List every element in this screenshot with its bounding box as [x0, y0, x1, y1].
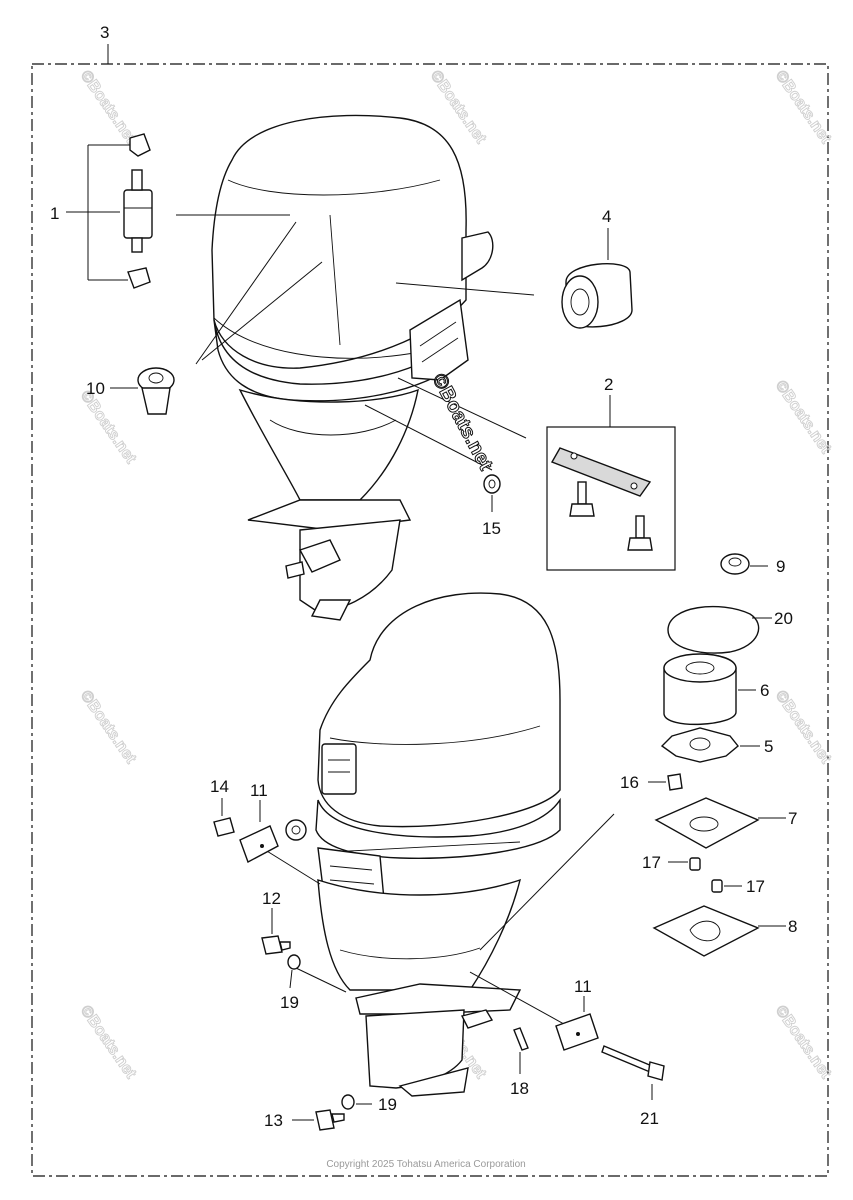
callout-10: 10 [86, 379, 105, 398]
watermark: ©Boats.net [772, 688, 835, 768]
callout-labels: 3 1 4 10 2 15 9 20 6 5 14 11 16 7 17 17 … [50, 23, 797, 1130]
anode-part-11-right [555, 996, 599, 1051]
callout-17: 17 [642, 853, 661, 872]
callout-19: 19 [378, 1095, 397, 1114]
callout-6: 6 [760, 681, 769, 700]
nut-part-14 [213, 798, 235, 837]
grommet-part-10 [110, 367, 175, 415]
callout-14: 14 [210, 777, 229, 796]
callout-7: 7 [788, 809, 797, 828]
callout-11: 11 [574, 977, 592, 996]
callout-12: 12 [262, 889, 281, 908]
anode-part-11-left [239, 800, 279, 863]
washer-part-19-lower [341, 1094, 372, 1110]
callout-1: 1 [50, 204, 59, 223]
washer-part-19-upper [287, 954, 301, 989]
bolt-part-12 [261, 908, 291, 955]
washer-part-15 [483, 474, 501, 512]
callout-8: 8 [788, 917, 797, 936]
lower-outboard-motor [285, 592, 561, 1097]
watermark: ©Boats.net [772, 1003, 835, 1083]
callout-21: 21 [640, 1109, 659, 1128]
callout-3: 3 [100, 23, 109, 42]
watermark: ©Boats.net [772, 68, 835, 148]
callout-19: 19 [280, 993, 299, 1012]
callout-20: 20 [774, 609, 793, 628]
callout-15: 15 [482, 519, 501, 538]
callout-11: 11 [250, 781, 268, 800]
oil-filter [561, 228, 633, 329]
water-pump-parts [648, 553, 786, 957]
kit-border [31, 63, 829, 1177]
watermark: ©Boats.net [77, 388, 140, 468]
callout-9: 9 [776, 557, 785, 576]
decal-leaders [176, 214, 535, 471]
watermark: ©Boats.net [77, 1003, 140, 1083]
pin-part-18 [513, 1027, 529, 1074]
upper-outboard-motor [211, 114, 494, 621]
callout-13: 13 [264, 1111, 283, 1130]
watermark: ©Boats.net [77, 68, 140, 148]
callout-18: 18 [510, 1079, 529, 1098]
callout-5: 5 [764, 737, 773, 756]
copyright-notice: Copyright 2025 Tohatsu America Corporati… [326, 1159, 525, 1170]
watermark: ©Boats.net [77, 688, 140, 768]
watermark: ©Boats.net [772, 378, 835, 458]
watermark-overlay: ©Boats.net [428, 370, 497, 474]
plate-kit [546, 395, 676, 571]
callout-2: 2 [604, 375, 613, 394]
callout-16: 16 [620, 773, 639, 792]
bolt-part-13 [292, 1109, 345, 1131]
fuel-filter-assembly [66, 133, 153, 289]
callout-17: 17 [746, 877, 765, 896]
bolt-part-21 [601, 1045, 665, 1100]
callout-4: 4 [602, 207, 611, 226]
lower-leaders [261, 813, 615, 1025]
